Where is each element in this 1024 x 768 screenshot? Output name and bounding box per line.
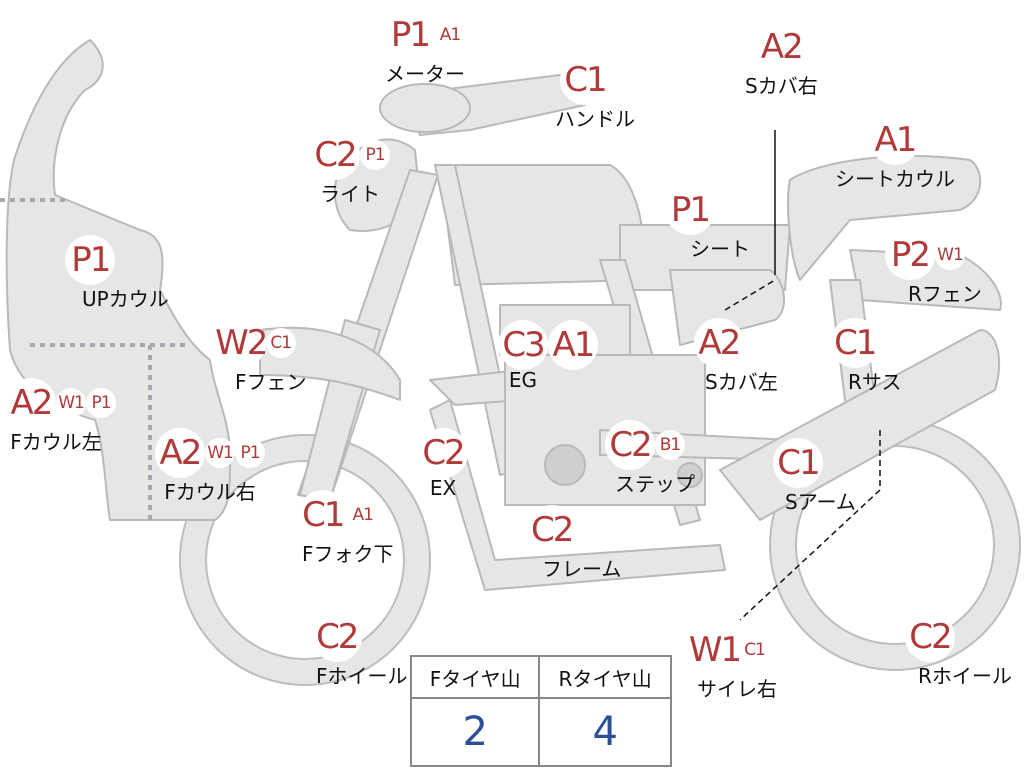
part-label: Fフォク下 [302, 542, 394, 566]
part-label: Sカバ右 [745, 74, 818, 98]
part-f-wheel[interactable]: C2 Fホイール [266, 612, 408, 689]
badge: P1 [65, 235, 116, 285]
tire-tread-table: Fタイヤ山 Rタイヤ山 2 4 [409, 655, 672, 767]
badge: P2 [884, 230, 935, 280]
part-label: EX [429, 476, 457, 500]
badge: W1 [205, 438, 235, 468]
badge: C1 [739, 635, 770, 665]
badge: P1 [86, 388, 116, 418]
badge: B1 [655, 430, 685, 460]
badge: C2 [418, 428, 468, 478]
part-label: Fカウル右 [164, 480, 256, 504]
part-label: ハンドル [555, 107, 635, 131]
badge: P1 [665, 185, 715, 235]
part-label: ライト [320, 182, 380, 206]
part-label: EG [508, 368, 538, 392]
badge: C1 [560, 55, 610, 105]
part-s-cover-left[interactable]: A2 Sカバ左 [660, 318, 778, 395]
part-label: Rサス [848, 370, 902, 394]
part-label: Fカウル左 [10, 430, 102, 454]
badge: A1 [347, 500, 378, 530]
badge: P1 [385, 10, 435, 60]
badge: C3 [498, 320, 548, 370]
badge: C2 [605, 420, 655, 470]
badge: W2 [215, 318, 268, 368]
badge: P1 [360, 140, 390, 170]
badge: C1 [772, 438, 823, 488]
rear-tire-header: Rタイヤ山 [538, 655, 672, 699]
badge: P1 [235, 438, 265, 468]
front-tire-header: Fタイヤ山 [409, 655, 541, 699]
part-r-wheel[interactable]: C2 Rホイール [848, 612, 1012, 689]
part-s-cover-right[interactable]: A2 Sカバ右 [745, 22, 818, 99]
part-label: Rホイール [918, 664, 1012, 688]
part-up-cowl[interactable]: P1 UPカウル [12, 235, 169, 312]
part-label: UPカウル [82, 287, 169, 311]
badge: W1 [689, 625, 742, 675]
part-r-suspension[interactable]: C1 Rサス [808, 318, 902, 395]
part-seat-cowl[interactable]: A1 シートカウル [835, 115, 955, 192]
part-handle[interactable]: C1 ハンドル [535, 55, 635, 132]
badge: C2 [310, 130, 360, 180]
part-label: サイレ右 [697, 677, 777, 701]
part-exhaust[interactable]: C2 EX [418, 428, 468, 500]
front-tire-value: 2 [409, 697, 541, 767]
part-label: フレーム [542, 557, 622, 581]
badge: A1 [548, 320, 598, 370]
badge: A2 [155, 428, 205, 478]
part-label: シートカウル [835, 167, 955, 191]
rear-tire-value: 4 [538, 697, 672, 767]
badge: C1 [265, 328, 296, 358]
badge: A2 [756, 22, 807, 72]
part-label: Sアーム [785, 490, 856, 514]
badge: A1 [870, 115, 920, 165]
part-label: Sカバ左 [705, 370, 778, 394]
part-frame[interactable]: C2 フレーム [482, 505, 621, 582]
badge: C2 [526, 505, 577, 555]
badge: C1 [297, 490, 348, 540]
badge: W1 [934, 240, 965, 270]
part-seat[interactable]: P1 シート [630, 185, 750, 262]
badge: C2 [311, 612, 362, 662]
badge: A2 [6, 378, 56, 428]
part-label: Fホイール [316, 664, 408, 688]
part-label: メーター [385, 62, 465, 86]
badge: C2 [904, 612, 955, 662]
part-label: ステップ [615, 472, 695, 496]
badge: W1 [56, 388, 86, 418]
badge: A1 [435, 20, 465, 50]
part-swing-arm[interactable]: C1 Sアーム [740, 438, 856, 515]
badge: C1 [829, 318, 880, 368]
badge: A2 [693, 318, 744, 368]
part-label: シート [690, 237, 750, 261]
part-label: Fフェン [235, 370, 307, 394]
part-label: Rフェン [908, 282, 982, 306]
